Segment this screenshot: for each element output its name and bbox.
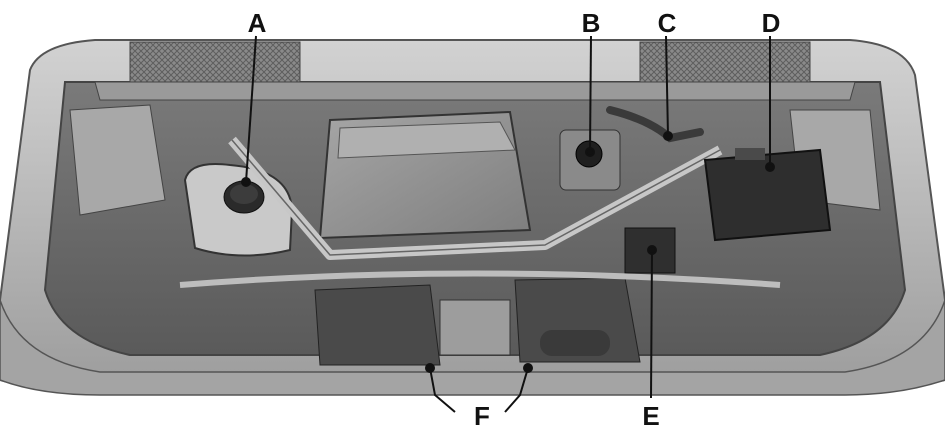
left-strut-tower xyxy=(69,104,166,216)
callout-c: C xyxy=(658,8,677,38)
lower-components xyxy=(314,277,641,366)
callout-f: F xyxy=(474,401,490,431)
cowl-panel xyxy=(94,81,856,101)
coolant-reservoir xyxy=(183,163,294,257)
cowl-mesh-left xyxy=(129,41,301,83)
battery xyxy=(703,148,832,242)
callout-a: A xyxy=(248,8,267,38)
callout-d: D xyxy=(762,8,781,38)
callout-b: B xyxy=(582,8,601,38)
leader-lines xyxy=(241,35,775,413)
radiator-support xyxy=(179,270,781,288)
callout-e: E xyxy=(642,401,659,431)
